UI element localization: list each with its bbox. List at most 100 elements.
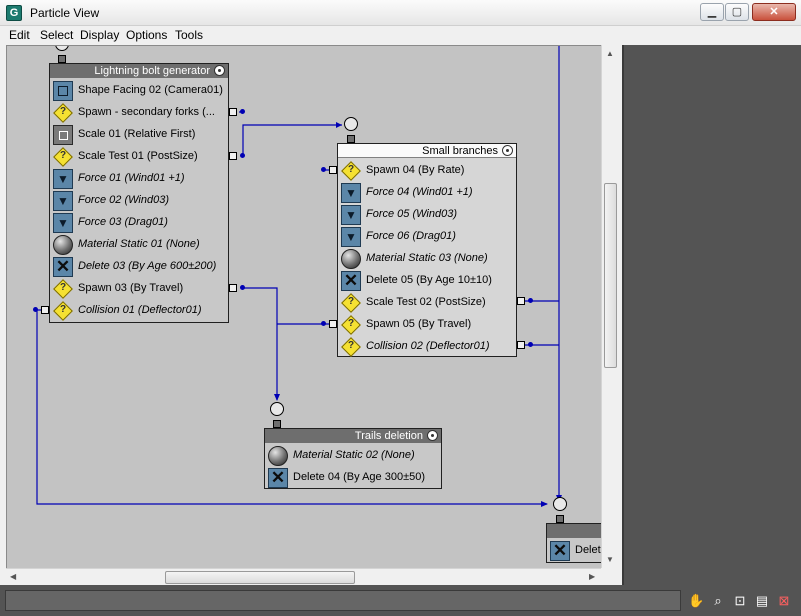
no-wires-icon[interactable]: ⊠: [778, 593, 790, 608]
collision-test-icon: ?: [53, 301, 73, 321]
operator-row[interactable]: ? Spawn 04 (By Rate): [340, 160, 514, 182]
event-lightning-bolt-generator[interactable]: Lightning bolt generator Shape Facing 02…: [49, 63, 229, 323]
close-icon: ✕: [769, 6, 779, 18]
test-output-port[interactable]: [229, 108, 237, 116]
event-trails-deletion[interactable]: Trails deletion Material Static 02 (None…: [264, 428, 442, 489]
menu-options[interactable]: Options: [126, 28, 168, 42]
operator-row[interactable]: ▼ Force 02 (Wind03): [52, 190, 226, 212]
operator-row[interactable]: ✕ Delete 03 (By Age 600±200): [52, 256, 226, 278]
status-bar: ✋ ⌕ ⊡ ▤ ⊠: [0, 585, 801, 616]
operator-label: Shape Facing 02 (Camera01): [78, 84, 223, 96]
lightbulb-icon[interactable]: [427, 430, 438, 441]
operator-row[interactable]: ▼ Force 03 (Drag01): [52, 212, 226, 234]
scroll-up-icon[interactable]: ▲: [606, 49, 614, 58]
event-input-circle[interactable]: [344, 117, 358, 131]
operator-label: Force 01 (Wind01 +1): [78, 172, 185, 184]
event-title-bar[interactable]: Lightning bolt generator: [50, 64, 228, 78]
event-title: Trails deletion: [354, 430, 423, 442]
pan-hand-icon[interactable]: ✋: [688, 593, 705, 608]
scale-test-icon: ?: [53, 147, 73, 167]
zoom-region-icon[interactable]: ⊡: [734, 593, 746, 608]
event-partial[interactable]: ✕ Delete: [546, 523, 601, 563]
operator-row[interactable]: ▼ Force 04 (Wind01 +1): [340, 182, 514, 204]
operator-row[interactable]: ▼ Force 05 (Wind03): [340, 204, 514, 226]
menu-edit[interactable]: Edit: [9, 28, 30, 42]
lightbulb-icon[interactable]: [214, 65, 225, 76]
horizontal-scroll-thumb[interactable]: [165, 571, 355, 584]
collision-test-icon: ?: [341, 337, 361, 357]
wire-endpoint-dot: [321, 321, 326, 326]
event-small-branches[interactable]: Small branches ? Spawn 04 (By Rate) ▼ Fo…: [337, 143, 517, 357]
event-input-circle[interactable]: [553, 497, 567, 511]
test-output-port[interactable]: [329, 320, 337, 328]
scroll-right-icon[interactable]: ▶: [589, 572, 596, 581]
event-title: Small branches: [422, 145, 498, 157]
wire-endpoint-dot: [33, 307, 38, 312]
force-icon: ▼: [341, 227, 361, 247]
wire-endpoint-dot: [240, 109, 245, 114]
operator-label: Spawn 05 (By Travel): [366, 318, 472, 330]
zoom-extents-icon[interactable]: ▤: [755, 593, 769, 608]
delete-icon: ✕: [550, 541, 570, 561]
scale-test-icon: ?: [341, 293, 361, 313]
menu-bar: Edit Select Display Options Tools: [0, 26, 801, 45]
particle-diagram-canvas[interactable]: Lightning bolt generator Shape Facing 02…: [6, 45, 601, 568]
operator-row[interactable]: ✕ Delete 05 (By Age 10±10): [340, 270, 514, 292]
event-title-bar[interactable]: Trails deletion: [265, 429, 441, 443]
operator-row[interactable]: Material Static 03 (None): [340, 248, 514, 270]
test-output-port[interactable]: [517, 297, 525, 305]
operator-row[interactable]: Scale 01 (Relative First): [52, 124, 226, 146]
operator-row[interactable]: ✕ Delete: [549, 540, 601, 562]
operator-label: Collision 02 (Deflector01): [366, 340, 490, 352]
operator-row[interactable]: ? Collision 01 (Deflector01): [52, 300, 226, 322]
operator-label: Spawn 03 (By Travel): [78, 282, 184, 294]
test-output-port[interactable]: [229, 152, 237, 160]
material-icon: [53, 235, 73, 255]
operator-row[interactable]: ? Spawn - secondary forks (...: [52, 102, 226, 124]
event-title-bar[interactable]: [547, 524, 601, 538]
maximize-icon: ▢: [731, 6, 743, 18]
operator-label: Force 05 (Wind03): [366, 208, 457, 220]
delete-icon: ✕: [268, 468, 288, 488]
scale-icon: [53, 125, 73, 145]
status-field: [5, 590, 681, 611]
operator-row[interactable]: Shape Facing 02 (Camera01): [52, 80, 226, 102]
operator-row[interactable]: ? Spawn 03 (By Travel): [52, 278, 226, 300]
test-output-port[interactable]: [229, 284, 237, 292]
lightbulb-icon[interactable]: [502, 145, 513, 156]
operator-row[interactable]: ? Collision 02 (Deflector01): [340, 336, 514, 358]
operator-row[interactable]: Material Static 01 (None): [52, 234, 226, 256]
shape-facing-icon: [53, 81, 73, 101]
event-title-bar[interactable]: Small branches: [338, 144, 516, 158]
operator-label: Delete 04 (By Age 300±50): [293, 471, 426, 483]
test-output-port[interactable]: [41, 306, 49, 314]
spawn-test-icon: ?: [341, 315, 361, 335]
vertical-scrollbar[interactable]: ▲ ▼: [601, 45, 618, 568]
delete-icon: ✕: [53, 257, 73, 277]
scroll-down-icon[interactable]: ▼: [606, 555, 614, 564]
operator-row[interactable]: ? Scale Test 02 (PostSize): [340, 292, 514, 314]
operator-row[interactable]: ▼ Force 06 (Drag01): [340, 226, 514, 248]
operator-row[interactable]: ▼ Force 01 (Wind01 +1): [52, 168, 226, 190]
window-title: Particle View: [30, 6, 100, 20]
operator-row[interactable]: Material Static 02 (None): [267, 445, 439, 467]
operator-row[interactable]: ? Spawn 05 (By Travel): [340, 314, 514, 336]
horizontal-scrollbar[interactable]: ◀ ▶: [6, 568, 601, 585]
zoom-icon[interactable]: ⌕: [714, 593, 722, 608]
maximize-button[interactable]: ▢: [725, 3, 749, 21]
vertical-scroll-thumb[interactable]: [604, 183, 617, 368]
menu-display[interactable]: Display: [80, 28, 120, 42]
event-input-circle[interactable]: [270, 402, 284, 416]
operator-label: Force 06 (Drag01): [366, 230, 456, 242]
scroll-left-icon[interactable]: ◀: [10, 572, 17, 581]
wire-endpoint-dot: [321, 167, 326, 172]
test-output-port[interactable]: [329, 166, 337, 174]
close-button[interactable]: ✕: [752, 3, 796, 21]
minimize-button[interactable]: ▁: [700, 3, 724, 21]
menu-tools[interactable]: Tools: [175, 28, 204, 42]
test-output-port[interactable]: [517, 341, 525, 349]
event-input-bar: [58, 55, 66, 63]
operator-row[interactable]: ? Scale Test 01 (PostSize): [52, 146, 226, 168]
menu-select[interactable]: Select: [40, 28, 74, 42]
operator-row[interactable]: ✕ Delete 04 (By Age 300±50): [267, 467, 439, 489]
